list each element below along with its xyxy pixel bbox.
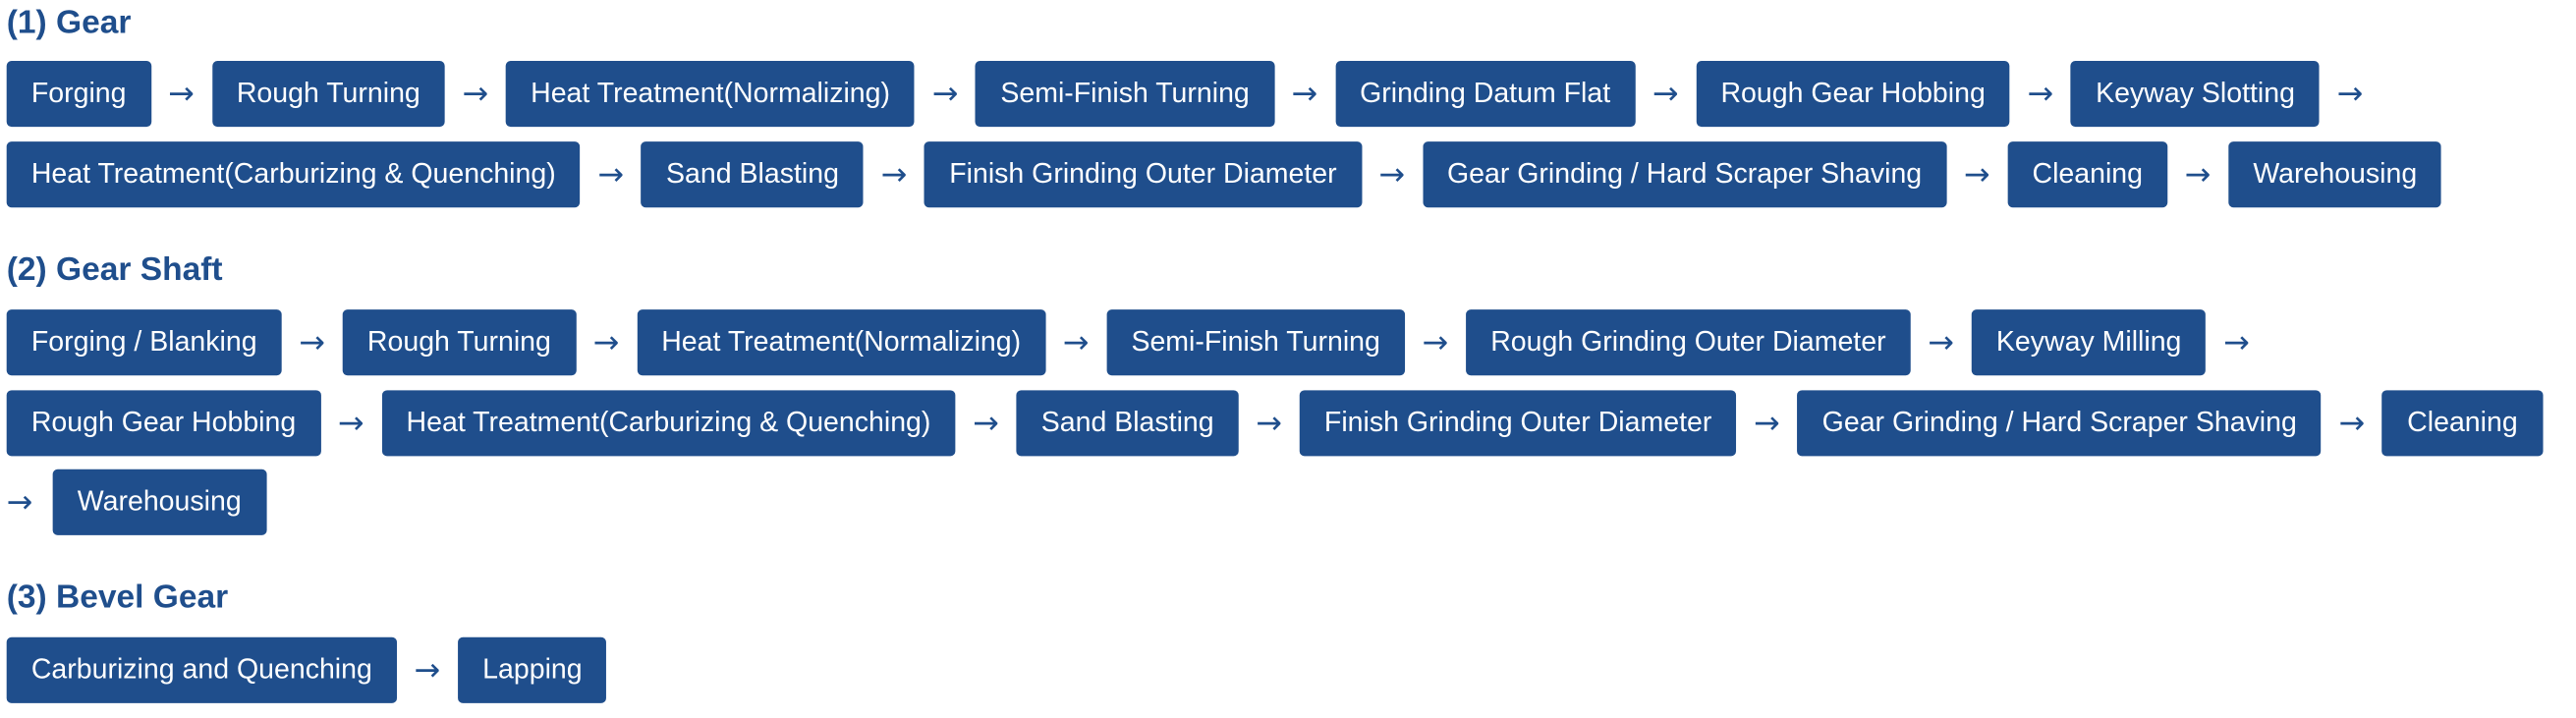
step-box: Rough Turning [342, 309, 577, 376]
section-title-gear-shaft: (2) Gear Shaft [6, 251, 223, 289]
arrow-icon: → [168, 76, 195, 113]
step-box: Forging / Blanking [6, 309, 282, 376]
flow-row-bevel-gear-1: Carburizing and Quenching → Lapping [6, 636, 607, 703]
step-box: Cleaning [2007, 141, 2168, 208]
arrow-icon: → [338, 405, 364, 442]
step-box: Warehousing [2228, 141, 2442, 208]
step-box: Rough Gear Hobbing [6, 390, 321, 457]
arrow-icon: → [597, 156, 625, 193]
arrow-icon: → [299, 324, 326, 361]
step-box: Gear Grinding / Hard Scraper Shaving [1422, 141, 1947, 208]
step-box: Gear Grinding / Hard Scraper Shaving [1797, 390, 2323, 457]
arrow-icon: → [1291, 76, 1318, 113]
arrow-icon: → [973, 405, 999, 442]
arrow-icon: → [1422, 324, 1449, 361]
step-box: Grinding Datum Flat [1334, 61, 1636, 128]
step-box: Forging [6, 61, 151, 128]
section-title-gear: (1) Gear [6, 5, 132, 41]
flow-row-gear-shaft-3: → Warehousing [7, 469, 266, 535]
step-box: Rough Gear Hobbing [1696, 61, 2010, 128]
arrow-icon: → [880, 156, 908, 193]
step-box: Finish Grinding Outer Diameter [1299, 390, 1737, 457]
arrow-icon: → [1062, 324, 1090, 361]
flow-row-gear-2: Heat Treatment(Carburizing & Quenching) … [6, 141, 2442, 208]
arrow-icon: → [1378, 156, 1406, 193]
step-box: Heat Treatment(Normalizing) [637, 309, 1046, 376]
arrow-icon: → [1963, 156, 1990, 193]
flow-row-gear-1: Forging → Rough Turning → Heat Treatment… [6, 61, 2380, 128]
arrow-icon: → [2338, 405, 2366, 442]
arrow-icon: → [1652, 76, 1679, 113]
flow-row-gear-shaft-2: Rough Gear Hobbing → Heat Treatment(Carb… [6, 390, 2543, 457]
step-box: Heat Treatment(Carburizing & Quenching) [6, 141, 581, 208]
step-box: Lapping [458, 636, 607, 703]
step-box: Rough Grinding Outer Diameter [1466, 309, 1911, 376]
arrow-icon: → [6, 483, 33, 521]
step-box: Finish Grinding Outer Diameter [924, 141, 1362, 208]
step-box: Sand Blasting [1016, 390, 1239, 457]
step-box: Keyway Milling [1971, 309, 2207, 376]
section-title-bevel-gear: (3) Bevel Gear [6, 580, 229, 617]
arrow-icon: → [592, 324, 620, 361]
arrow-icon: → [2223, 324, 2250, 361]
step-box: Keyway Slotting [2071, 61, 2321, 128]
arrow-icon: → [414, 651, 441, 689]
arrow-icon: → [2027, 76, 2054, 113]
arrow-icon: → [1256, 405, 1283, 442]
step-box: Rough Turning [211, 61, 445, 128]
step-box: Semi-Finish Turning [976, 61, 1274, 128]
step-box: Sand Blasting [641, 141, 865, 208]
arrow-icon: → [931, 76, 959, 113]
flow-row-gear-shaft-1: Forging / Blanking → Rough Turning → Hea… [6, 309, 2268, 376]
step-box: Carburizing and Quenching [6, 636, 397, 703]
step-box: Cleaning [2382, 390, 2543, 457]
arrow-icon: → [2336, 76, 2364, 113]
step-box: Semi-Finish Turning [1106, 309, 1406, 376]
arrow-icon: → [462, 76, 489, 113]
step-box: Heat Treatment(Carburizing & Quenching) [381, 390, 956, 457]
arrow-icon: → [2184, 156, 2212, 193]
step-box: Warehousing [52, 469, 266, 535]
arrow-icon: → [1928, 324, 1955, 361]
arrow-icon: → [1754, 405, 1780, 442]
step-box: Heat Treatment(Normalizing) [505, 61, 916, 128]
